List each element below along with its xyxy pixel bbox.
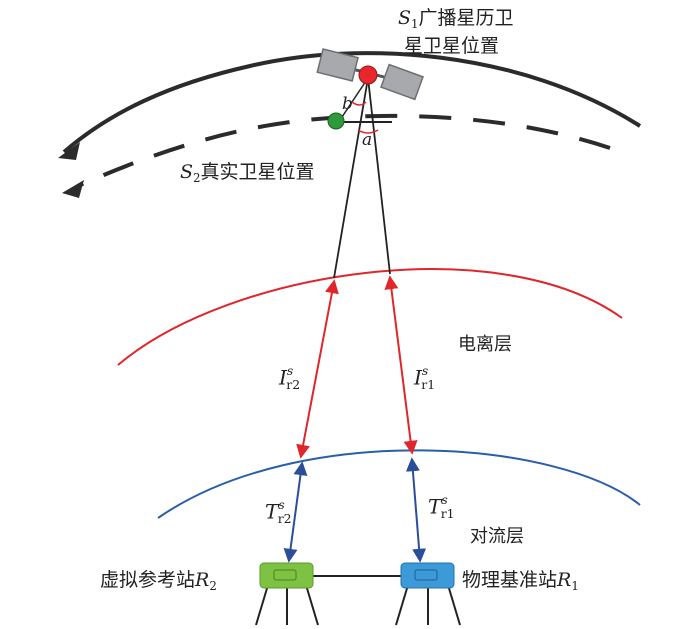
tropo-arrow-r1 [405,457,427,563]
s1-label-line2: 星卫星位置 [404,35,500,57]
broadcast-orbit [62,51,642,154]
troposphere-label: 对流层 [470,526,524,547]
solar-panel-right [380,63,424,101]
sight-line-r2 [333,77,369,279]
iono-delay-r2-label: Isr2 [279,363,301,392]
angle-b-arc [351,101,367,106]
angle-a-arc [357,129,379,134]
solar-panel-left [316,48,359,82]
sight-line-true [339,77,369,121]
troposphere-layer [157,449,641,519]
ionosphere-label: 电离层 [458,334,512,355]
iono-delay-r1-label: Isr1 [414,363,436,392]
broadcast-satellite-body [358,65,378,85]
angle-b-label: b [342,94,353,114]
s2-label: S2真实卫星位置 [180,161,315,186]
true-satellite [327,112,345,130]
broadcast-orbit-arrowhead [58,142,80,160]
tropo-delay-r2-label: Tsr2 [265,497,292,526]
tropo-arrow-r2 [283,461,308,563]
ionosphere-layer [117,268,623,366]
physical-station [395,562,461,626]
tropo-delay-r1-label: Tsr1 [428,492,455,521]
s1-label: S1广播星历卫 [398,7,514,32]
physical-station-label: 物理基准站R1 [462,569,579,594]
iono-arrow-r2 [296,279,339,459]
physical-station-receiver [400,562,455,589]
virtual-station [255,562,319,626]
angle-a-label: a [362,130,373,150]
iono-arrow-r1 [384,275,418,455]
true-orbit [77,113,611,188]
true-orbit-arrowhead [62,180,84,198]
broadcast-satellite [316,48,424,101]
virtual-station-label: 虚拟参考站R2 [100,569,217,594]
virtual-station-receiver [259,562,314,589]
sight-line-r1 [367,77,391,275]
